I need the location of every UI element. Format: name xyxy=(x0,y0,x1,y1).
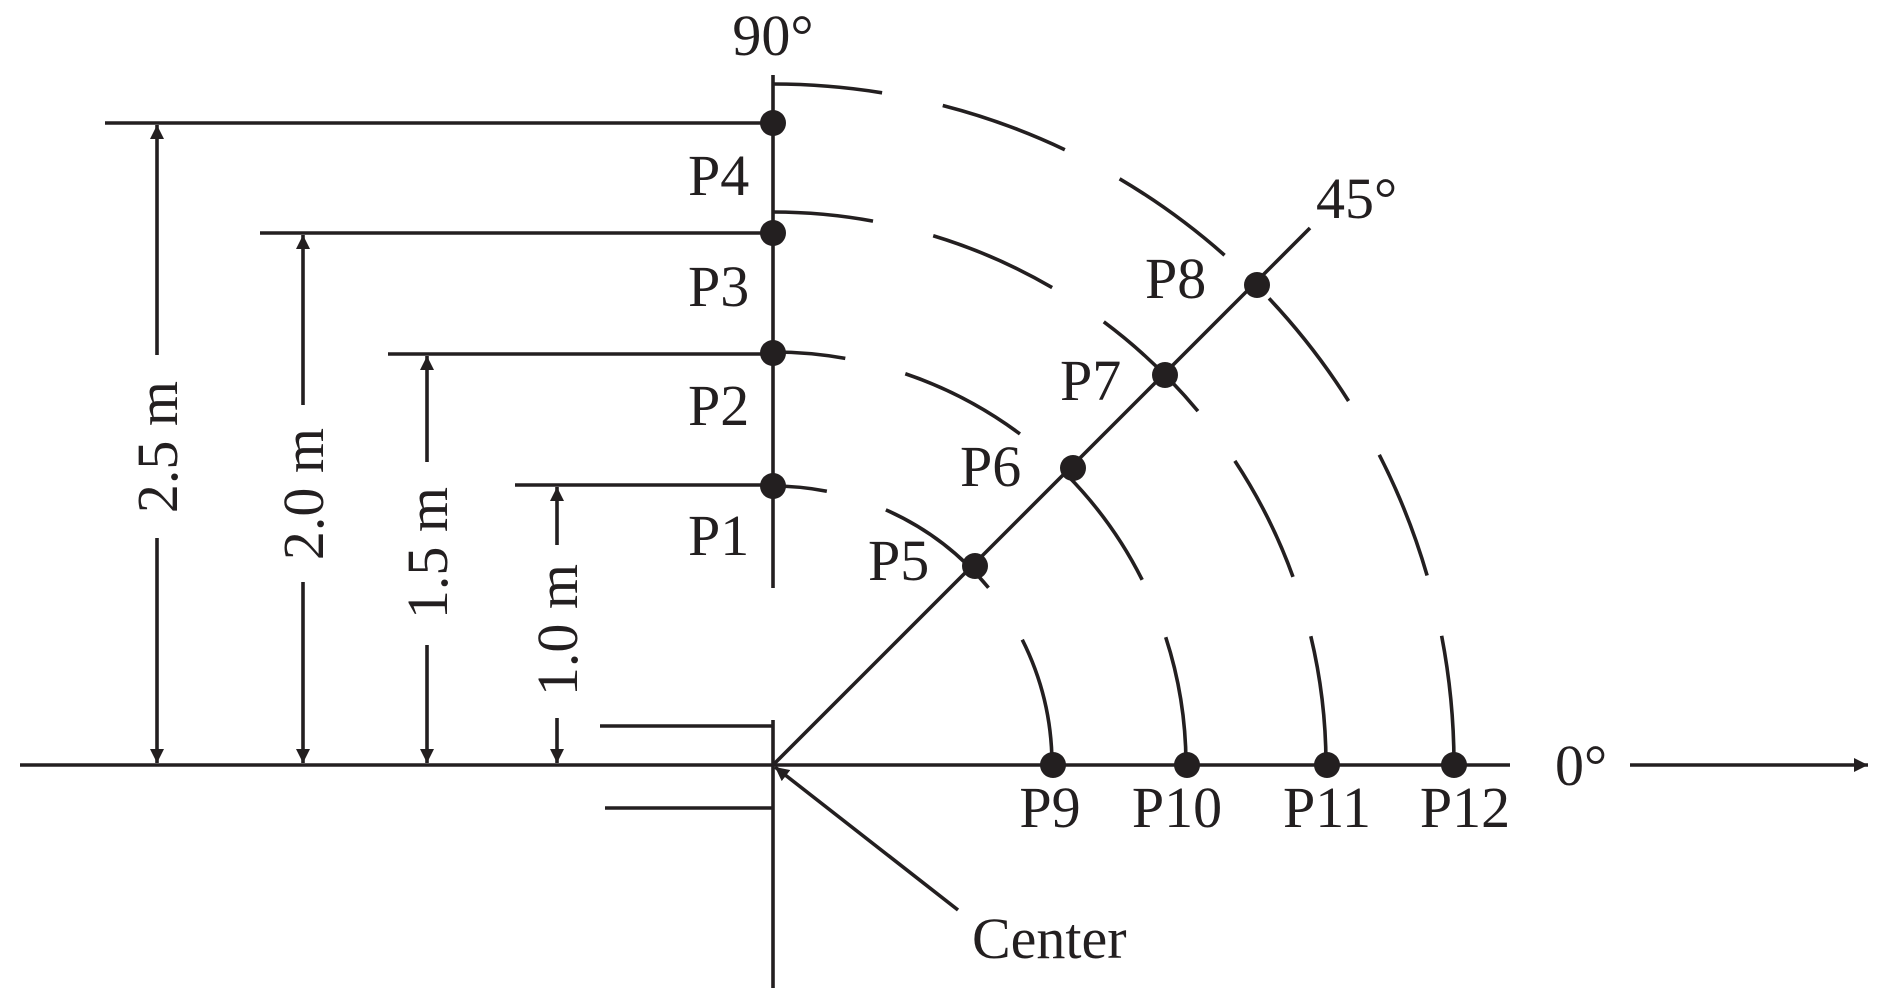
angle-label-45: 45° xyxy=(1316,166,1397,231)
point-p10 xyxy=(1174,752,1200,778)
dimension-label-1-0m: 1.0 m xyxy=(525,564,590,696)
angle-label-90: 90° xyxy=(732,3,813,68)
label-p12: P12 xyxy=(1420,775,1510,840)
center-label: Center xyxy=(972,906,1127,971)
label-p4: P4 xyxy=(688,143,749,208)
label-p9: P9 xyxy=(1019,775,1080,840)
dimension-label-1-5m: 1.5 m xyxy=(395,487,460,619)
label-p1: P1 xyxy=(688,503,749,568)
point-p12 xyxy=(1441,752,1467,778)
label-p2: P2 xyxy=(688,373,749,438)
point-p4 xyxy=(760,110,786,136)
dimension-label-2-0m: 2.0 m xyxy=(271,428,336,560)
label-p6: P6 xyxy=(960,434,1021,499)
diagonal-45-line xyxy=(771,226,1312,767)
point-p3 xyxy=(760,220,786,246)
point-p9 xyxy=(1040,752,1066,778)
label-p7: P7 xyxy=(1060,348,1121,413)
label-p11: P11 xyxy=(1283,775,1371,840)
dimension-label-2-5m: 2.5 m xyxy=(125,381,190,513)
point-p1 xyxy=(760,473,786,499)
point-p5 xyxy=(962,553,988,579)
angle-label-0: 0° xyxy=(1555,733,1607,798)
point-p7 xyxy=(1152,362,1178,388)
measurement-points xyxy=(760,110,1467,778)
arc-radius-2 xyxy=(772,350,1188,766)
point-p11 xyxy=(1314,752,1340,778)
label-p3: P3 xyxy=(688,254,749,319)
point-p8 xyxy=(1244,272,1270,298)
label-p5: P5 xyxy=(868,528,929,593)
label-p10: P10 xyxy=(1132,775,1222,840)
label-p8: P8 xyxy=(1145,246,1206,311)
point-p6 xyxy=(1060,455,1086,481)
point-p2 xyxy=(760,340,786,366)
center-pointer-arrow xyxy=(773,765,960,912)
